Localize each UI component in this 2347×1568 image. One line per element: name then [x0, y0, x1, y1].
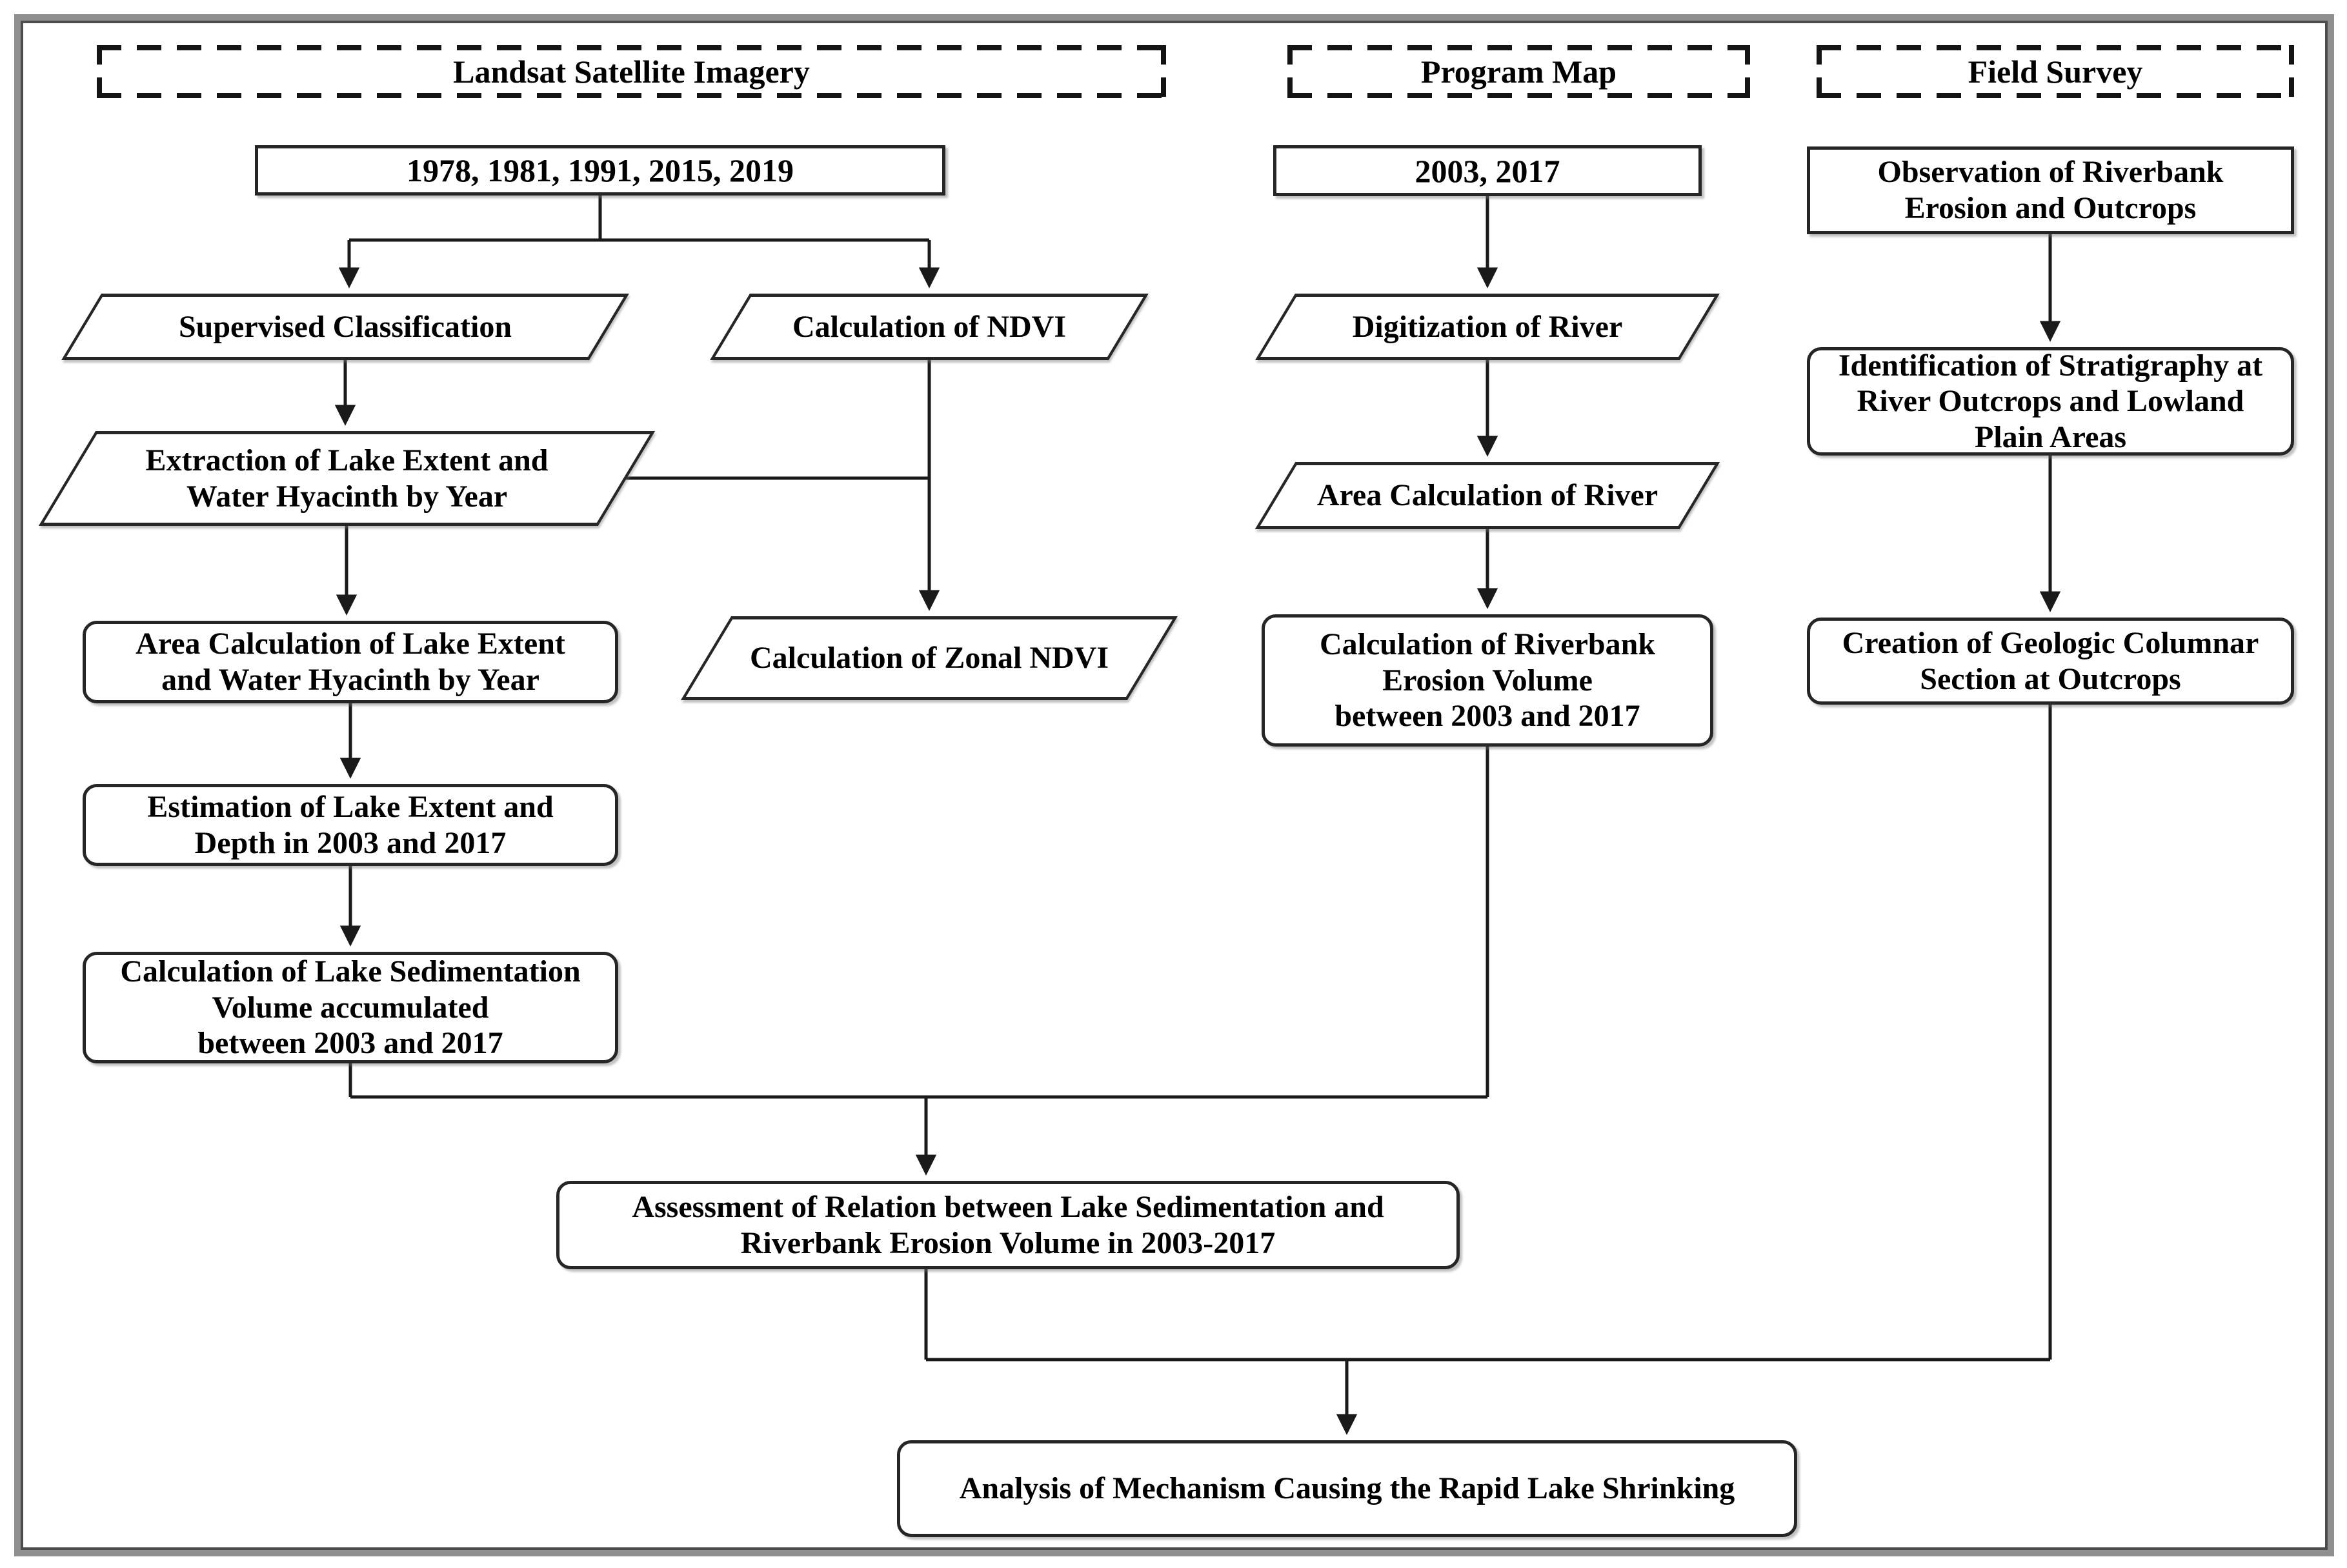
node-label: Calculation of NDVI: [792, 309, 1066, 344]
node-observation-riverbank: Observation of Riverbank Erosion and Out…: [1807, 146, 2294, 234]
header-label: Landsat Satellite Imagery: [453, 54, 810, 90]
node-landsat-years: 1978, 1981, 1991, 2015, 2019: [255, 145, 945, 196]
node-area-calculation-lake: Area Calculation of Lake Extent and Wate…: [83, 621, 618, 703]
node-supervised-classification: Supervised Classification: [61, 294, 629, 360]
node-zonal-ndvi: Calculation of Zonal NDVI: [680, 616, 1178, 700]
node-label: Digitization of River: [1352, 309, 1623, 344]
node-label: 1978, 1981, 1991, 2015, 2019: [407, 152, 794, 188]
node-label: Calculation of Zonal NDVI: [749, 641, 1109, 676]
node-label: Creation of Geologic Columnar Section at…: [1842, 625, 2259, 696]
node-area-calculation-river: Area Calculation of River: [1254, 462, 1720, 529]
node-label: Area Calculation of Lake Extent and Wate…: [136, 627, 565, 697]
node-calculation-ndvi: Calculation of NDVI: [710, 294, 1149, 360]
node-creation-geologic-columnar: Creation of Geologic Columnar Section at…: [1807, 618, 2294, 705]
node-identification-stratigraphy: Identification of Stratigraphy at River …: [1807, 347, 2294, 456]
node-program-years: 2003, 2017: [1273, 145, 1702, 196]
node-label: 2003, 2017: [1415, 152, 1560, 189]
node-label: Calculation of Riverbank Erosion Volume …: [1319, 627, 1656, 734]
node-label: Area Calculation of River: [1316, 478, 1658, 513]
node-label: Identification of Stratigraphy at River …: [1838, 348, 2263, 454]
header-program-map: Program Map: [1287, 45, 1750, 98]
node-label: Analysis of Mechanism Causing the Rapid …: [959, 1471, 1735, 1506]
node-extraction-lake-extent: Extraction of Lake Extent and Water Hyac…: [38, 431, 656, 526]
node-label: Assessment of Relation between Lake Sedi…: [632, 1189, 1384, 1260]
header-label: Field Survey: [1968, 54, 2143, 90]
node-label: Estimation of Lake Extent and Depth in 2…: [147, 789, 554, 860]
node-lake-sedimentation: Calculation of Lake Sedimentation Volume…: [83, 952, 618, 1063]
node-label: Supervised Classification: [178, 309, 512, 344]
header-field-survey: Field Survey: [1817, 45, 2294, 98]
node-label: Calculation of Lake Sedimentation Volume…: [120, 954, 581, 1061]
node-analysis-mechanism: Analysis of Mechanism Causing the Rapid …: [897, 1440, 1797, 1537]
node-assessment-relation: Assessment of Relation between Lake Sedi…: [556, 1181, 1460, 1269]
node-label: Observation of Riverbank Erosion and Out…: [1877, 155, 2224, 225]
node-riverbank-erosion-volume: Calculation of Riverbank Erosion Volume …: [1262, 614, 1713, 747]
header-label: Program Map: [1420, 54, 1617, 90]
node-digitization-river: Digitization of River: [1255, 294, 1720, 360]
node-estimation-lake: Estimation of Lake Extent and Depth in 2…: [83, 784, 618, 866]
header-landsat-satellite-imagery: Landsat Satellite Imagery: [97, 45, 1166, 98]
node-label: Extraction of Lake Extent and Water Hyac…: [145, 443, 549, 514]
